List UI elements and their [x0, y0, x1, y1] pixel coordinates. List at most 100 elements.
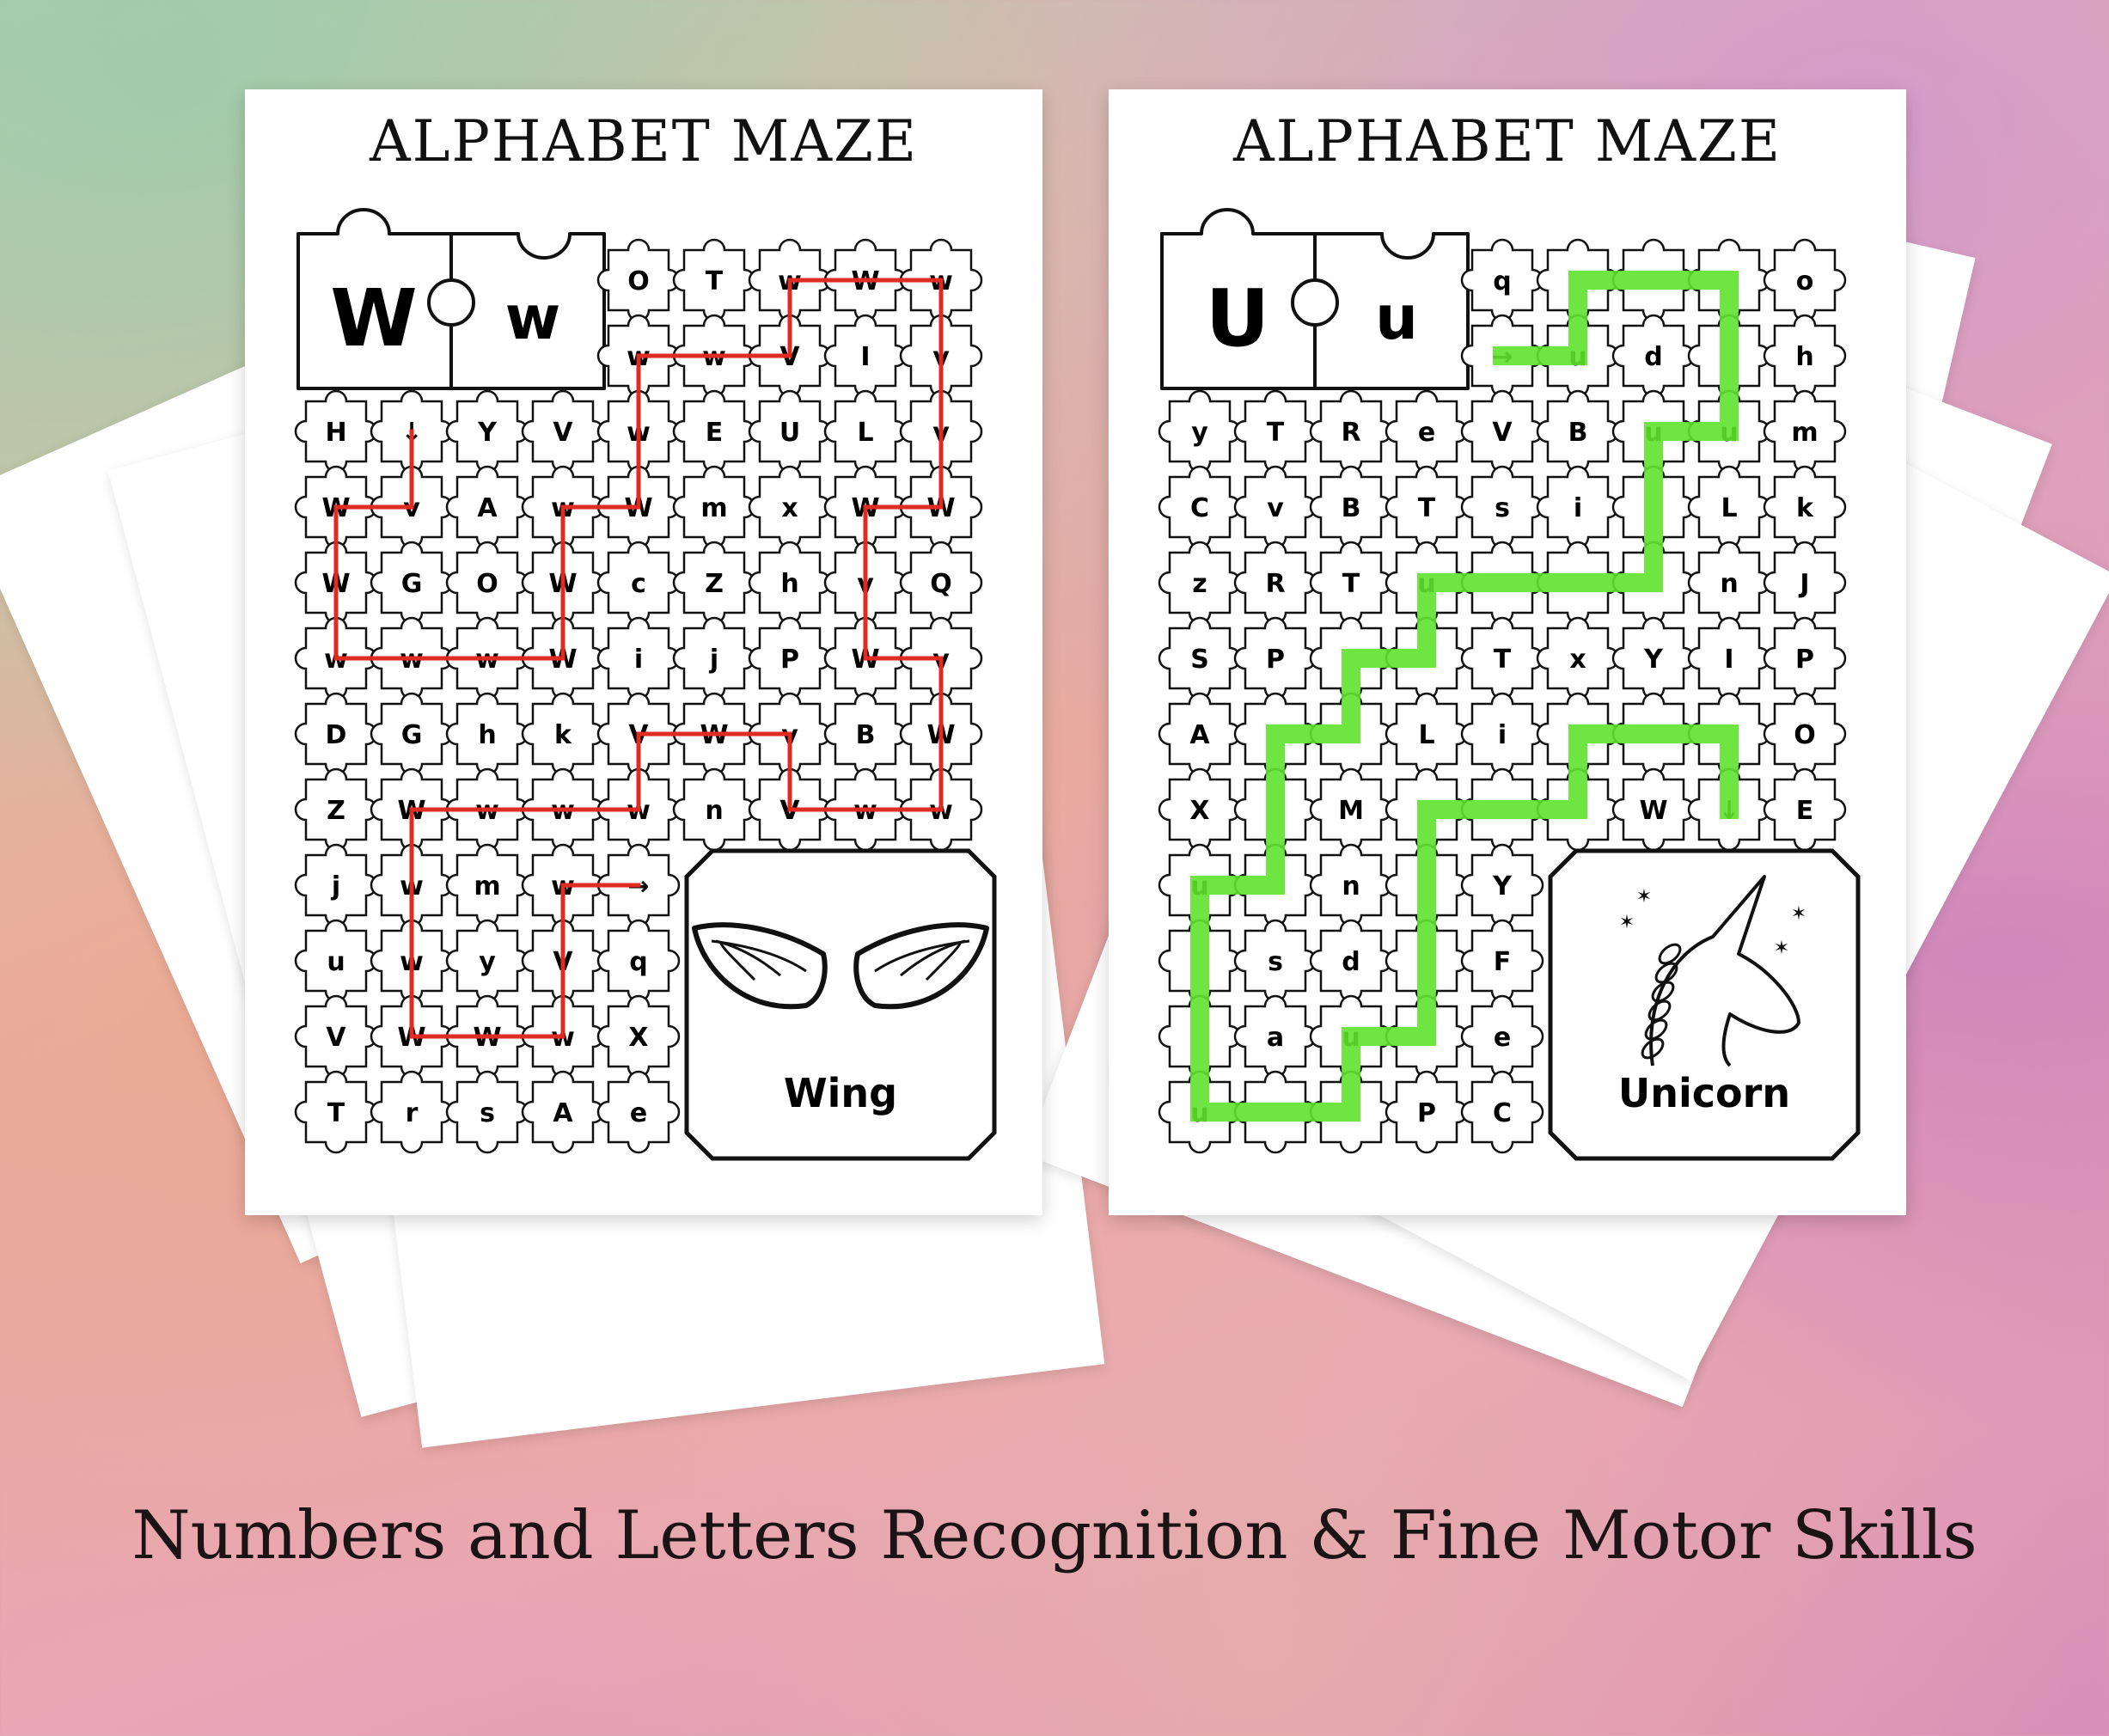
maze-cell[interactable]: o — [1763, 238, 1847, 322]
maze-cell[interactable]: O — [1763, 692, 1847, 776]
maze-cell[interactable]: y — [445, 919, 529, 1003]
maze-cell[interactable]: T — [1309, 541, 1393, 625]
maze-cell[interactable]: a — [1233, 994, 1317, 1079]
maze-cell[interactable]: i — [1460, 692, 1544, 776]
maze-cell[interactable]: A — [521, 1070, 605, 1154]
maze-cell[interactable]: E — [672, 389, 756, 474]
maze-cell[interactable]: d — [1309, 919, 1393, 1003]
maze-cell[interactable]: m — [1763, 389, 1847, 474]
maze-cell[interactable]: Y — [1460, 843, 1544, 927]
maze-cell[interactable]: z — [1158, 541, 1242, 625]
maze-cell[interactable]: T — [1460, 616, 1544, 700]
maze-cell[interactable]: Z — [672, 541, 756, 625]
maze-cell[interactable]: Q — [899, 541, 983, 625]
maze-cell[interactable]: e — [1385, 389, 1469, 474]
maze-cell[interactable]: O — [596, 238, 681, 322]
maze-cell[interactable]: k — [1763, 465, 1847, 549]
maze-cell[interactable]: L — [1687, 465, 1771, 549]
maze-cell[interactable]: C — [1158, 465, 1242, 549]
maze-cell[interactable]: B — [1536, 389, 1620, 474]
maze-cell[interactable]: s — [445, 1070, 529, 1154]
maze-letter: R — [1265, 569, 1285, 599]
maze-cell[interactable]: P — [1763, 616, 1847, 700]
maze-cell[interactable]: j — [294, 843, 378, 927]
maze-cell[interactable]: u — [294, 919, 378, 1003]
maze-cell[interactable]: W — [1611, 767, 1696, 852]
maze-cell[interactable]: c — [596, 541, 681, 625]
maze-cell[interactable]: G — [370, 692, 454, 776]
maze-cell[interactable]: m — [445, 843, 529, 927]
maze-cell[interactable]: n — [672, 767, 756, 852]
maze-cell[interactable]: O — [445, 541, 529, 625]
maze-letter: T — [1267, 418, 1285, 448]
maze-cell[interactable]: V — [294, 994, 378, 1079]
maze-cell[interactable]: y — [1158, 389, 1242, 474]
maze-letter: L — [1721, 493, 1737, 523]
maze-cell[interactable]: P — [1233, 616, 1317, 700]
maze-cell[interactable]: E — [1763, 767, 1847, 852]
maze-cell[interactable]: n — [1309, 843, 1393, 927]
maze-cell[interactable]: T — [294, 1070, 378, 1154]
maze-cell[interactable]: T — [672, 238, 756, 322]
maze-cell[interactable]: I — [1687, 616, 1771, 700]
maze-letter: G — [401, 720, 423, 750]
maze-cell[interactable]: v — [1233, 465, 1317, 549]
maze-cell[interactable]: B — [1309, 465, 1393, 549]
maze-cell[interactable]: Y — [445, 389, 529, 474]
maze-cell[interactable]: X — [1158, 767, 1242, 852]
maze-cell[interactable]: x — [748, 465, 832, 549]
maze-cell[interactable]: T — [1233, 389, 1317, 474]
maze-cell[interactable]: k — [521, 692, 605, 776]
lowercase-letter: w — [505, 283, 561, 353]
maze-cell[interactable]: A — [1158, 692, 1242, 776]
maze-cell[interactable]: m — [672, 465, 756, 549]
maze-cell[interactable]: e — [596, 1070, 681, 1154]
maze-cell[interactable]: L — [823, 389, 908, 474]
maze-cell[interactable]: J — [1763, 541, 1847, 625]
maze-cell[interactable]: P — [748, 616, 832, 700]
maze-cell[interactable]: d — [1611, 314, 1696, 398]
maze-cell[interactable]: n — [1687, 541, 1771, 625]
maze-cell[interactable]: T — [1385, 465, 1469, 549]
maze-cell[interactable]: I — [823, 314, 908, 398]
maze-cell[interactable]: D — [294, 692, 378, 776]
maze-cell[interactable]: q — [596, 919, 681, 1003]
maze-cell[interactable]: L — [1385, 692, 1469, 776]
maze-cell[interactable]: A — [445, 465, 529, 549]
maze-cell[interactable]: R — [1309, 389, 1393, 474]
maze-letter: A — [553, 1098, 573, 1128]
maze-cell[interactable]: C — [1460, 1070, 1544, 1154]
maze-cell[interactable]: P — [1385, 1070, 1469, 1154]
maze-cell[interactable]: h — [1763, 314, 1847, 398]
maze-cell[interactable]: B — [823, 692, 908, 776]
maze-cell[interactable]: s — [1460, 465, 1544, 549]
maze-cell[interactable]: r — [370, 1070, 454, 1154]
maze-letter: q — [1493, 266, 1511, 296]
maze-letter: n — [1342, 871, 1360, 902]
maze-letter: Y — [1492, 871, 1513, 902]
maze-cell[interactable]: V — [1460, 389, 1544, 474]
maze-cell[interactable]: X — [596, 994, 681, 1079]
maze-cell[interactable]: q — [1460, 238, 1544, 322]
maze-cell[interactable]: U — [748, 389, 832, 474]
maze-cell[interactable]: x — [1536, 616, 1620, 700]
maze-cell[interactable]: s — [1233, 919, 1317, 1003]
maze-cell[interactable]: G — [370, 541, 454, 625]
maze-cell[interactable]: R — [1233, 541, 1317, 625]
maze-cell[interactable]: Z — [294, 767, 378, 852]
maze-cell[interactable]: i — [596, 616, 681, 700]
maze-cell[interactable]: e — [1460, 994, 1544, 1079]
maze-cell[interactable]: H — [294, 389, 378, 474]
maze-cell[interactable]: h — [748, 541, 832, 625]
maze-letter: s — [480, 1098, 495, 1128]
maze-cell[interactable]: V — [521, 389, 605, 474]
maze-cell[interactable]: F — [1460, 919, 1544, 1003]
maze-letter: y — [479, 947, 496, 977]
maze-cell[interactable]: S — [1158, 616, 1242, 700]
maze-cell[interactable]: h — [445, 692, 529, 776]
maze-cell[interactable]: M — [1309, 767, 1393, 852]
maze-cell[interactable]: Y — [1611, 616, 1696, 700]
maze-cell[interactable]: i — [1536, 465, 1620, 549]
maze-cell[interactable]: j — [672, 616, 756, 700]
